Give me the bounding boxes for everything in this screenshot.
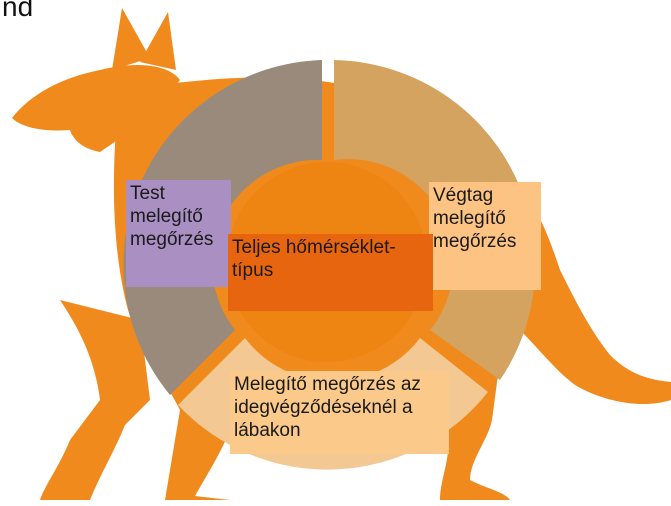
label-nerve-endings-warmth: Melegítő megőrzés az idegvégződéseknél a… [230, 371, 449, 454]
top-cropped-text: nd [2, 0, 34, 22]
label-body-warmth: Test melegítő megőrzés [126, 180, 231, 287]
segment-top-left [123, 60, 322, 395]
label-full-temperature-type: Teljes hőmérséklet-típus [228, 234, 433, 311]
label-limb-warmth: Végtag melegítő megőrzés [429, 182, 541, 290]
segment-top-right [334, 60, 536, 380]
